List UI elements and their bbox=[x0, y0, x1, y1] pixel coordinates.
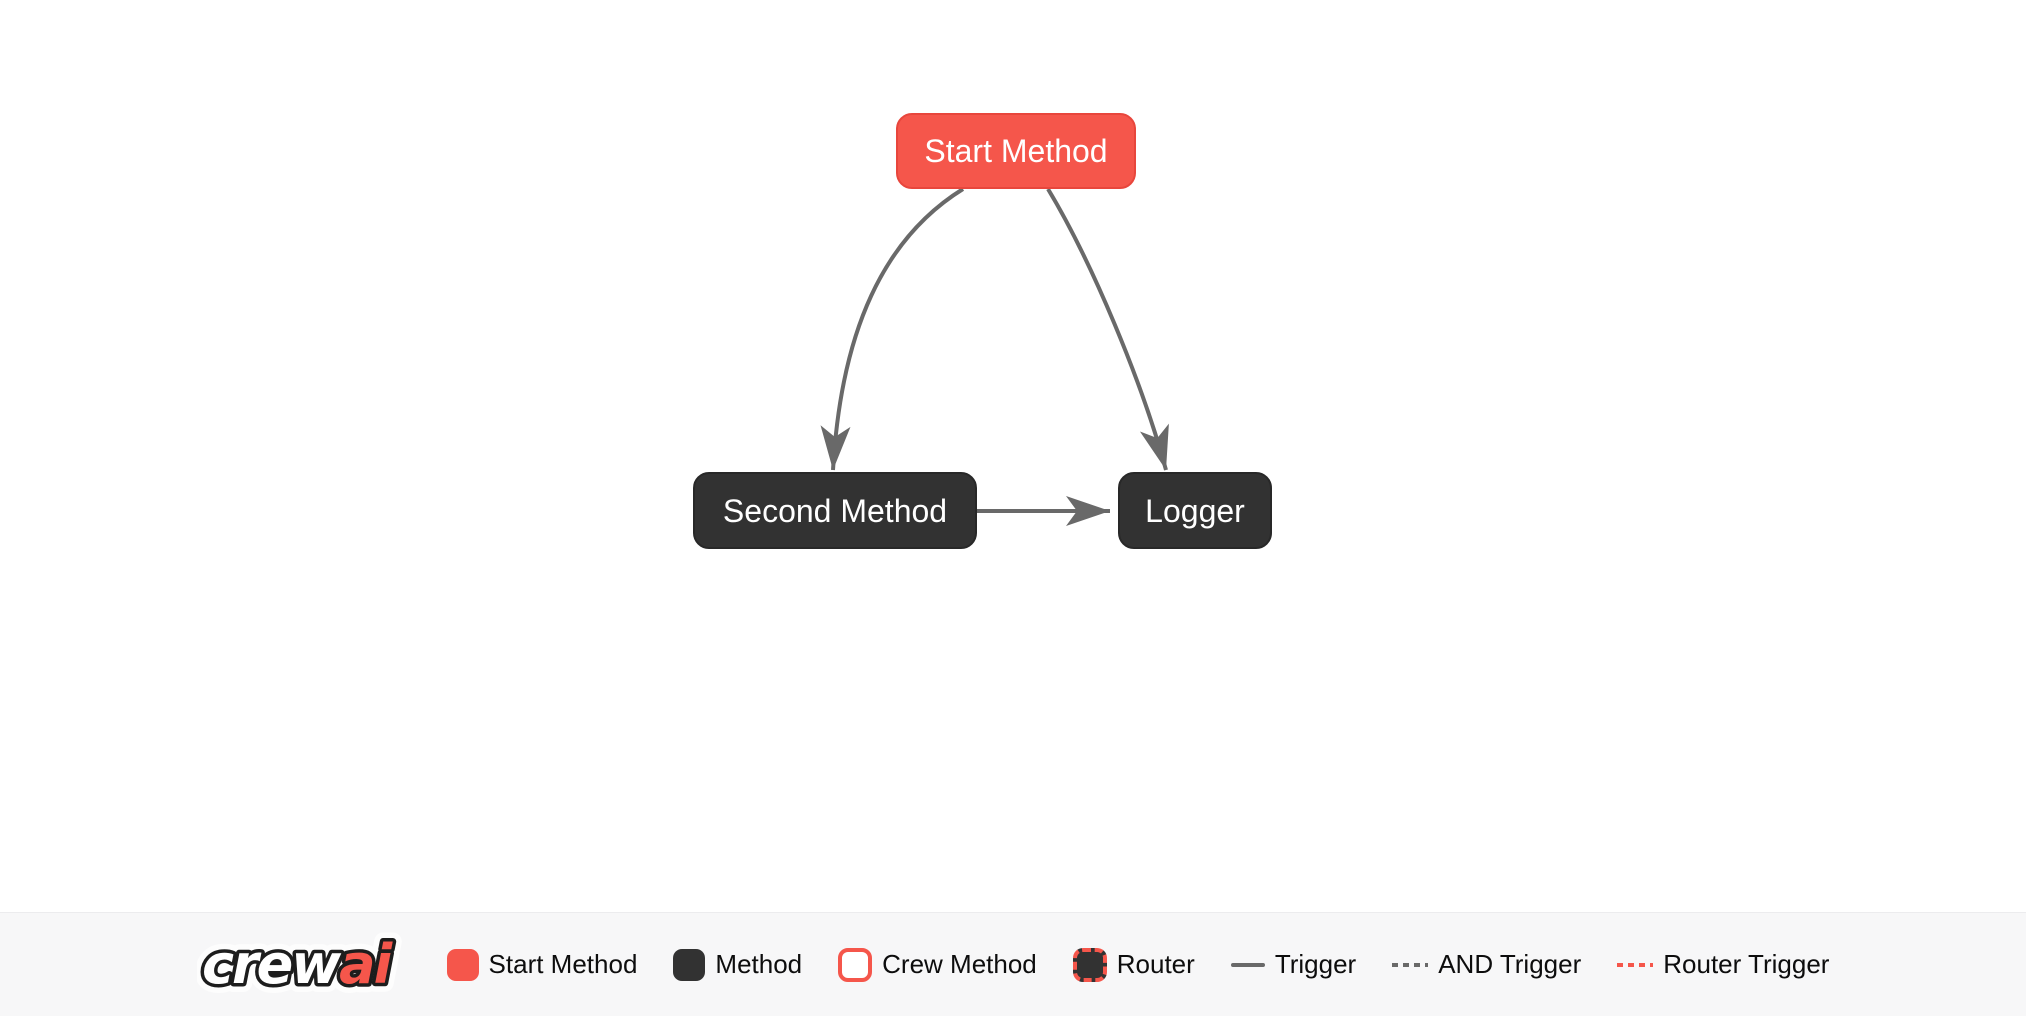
legend-item-method: Method bbox=[673, 948, 803, 981]
flow-canvas[interactable]: Start Method Second Method Logger bbox=[0, 0, 2026, 912]
node-start-method[interactable]: Start Method bbox=[896, 113, 1136, 189]
logo-text-ai: ai bbox=[339, 933, 393, 996]
legend-item-router: Router bbox=[1072, 947, 1195, 982]
legend-item-and-trigger: AND Trigger bbox=[1392, 949, 1581, 980]
crew-method-swatch-icon bbox=[838, 947, 873, 982]
node-start-method-label: Start Method bbox=[924, 133, 1108, 169]
logo-halo-crew: crew bbox=[202, 933, 342, 996]
method-swatch-icon bbox=[673, 948, 706, 981]
node-second-method-label: Second Method bbox=[722, 492, 948, 529]
node-second-method[interactable]: Second Method bbox=[693, 472, 977, 549]
legend-item-crew-method: Crew Method bbox=[838, 947, 1037, 982]
legend-label-crew-method: Crew Method bbox=[882, 949, 1037, 979]
svg-text:crewai: crewai bbox=[202, 933, 394, 996]
legend-label-method: Method bbox=[715, 949, 803, 979]
legend-label-start-method: Start Method bbox=[488, 949, 638, 979]
legend-bar: crewai crewai Start Method Method Crew M… bbox=[0, 912, 2026, 1016]
legend-item-trigger: Trigger bbox=[1230, 949, 1357, 980]
svg-text:crewai: crewai bbox=[202, 933, 394, 996]
router-swatch-icon bbox=[1072, 947, 1107, 982]
router-trigger-line-icon bbox=[1617, 962, 1654, 967]
logo-text-crew: crew bbox=[202, 933, 342, 996]
legend-label-and-trigger: AND Trigger bbox=[1438, 949, 1582, 979]
start-method-swatch-icon bbox=[446, 948, 479, 981]
legend-label-trigger: Trigger bbox=[1274, 949, 1357, 979]
legend-item-start-method: Start Method bbox=[446, 948, 638, 981]
legend-label-router-trigger: Router Trigger bbox=[1663, 949, 1830, 979]
legend-label-router: Router bbox=[1116, 949, 1195, 979]
trigger-line-icon bbox=[1230, 962, 1265, 967]
edge-start-to-second-method bbox=[820, 187, 965, 471]
edge-start-to-logger bbox=[1046, 187, 1169, 471]
node-logger-label: Logger bbox=[1145, 492, 1245, 529]
crewai-logo: crewai crewai bbox=[197, 927, 405, 1003]
node-logger[interactable]: Logger bbox=[1118, 472, 1272, 549]
and-trigger-line-icon bbox=[1392, 962, 1429, 967]
edges-layer bbox=[820, 187, 1169, 526]
legend-item-router-trigger: Router Trigger bbox=[1617, 949, 1829, 980]
